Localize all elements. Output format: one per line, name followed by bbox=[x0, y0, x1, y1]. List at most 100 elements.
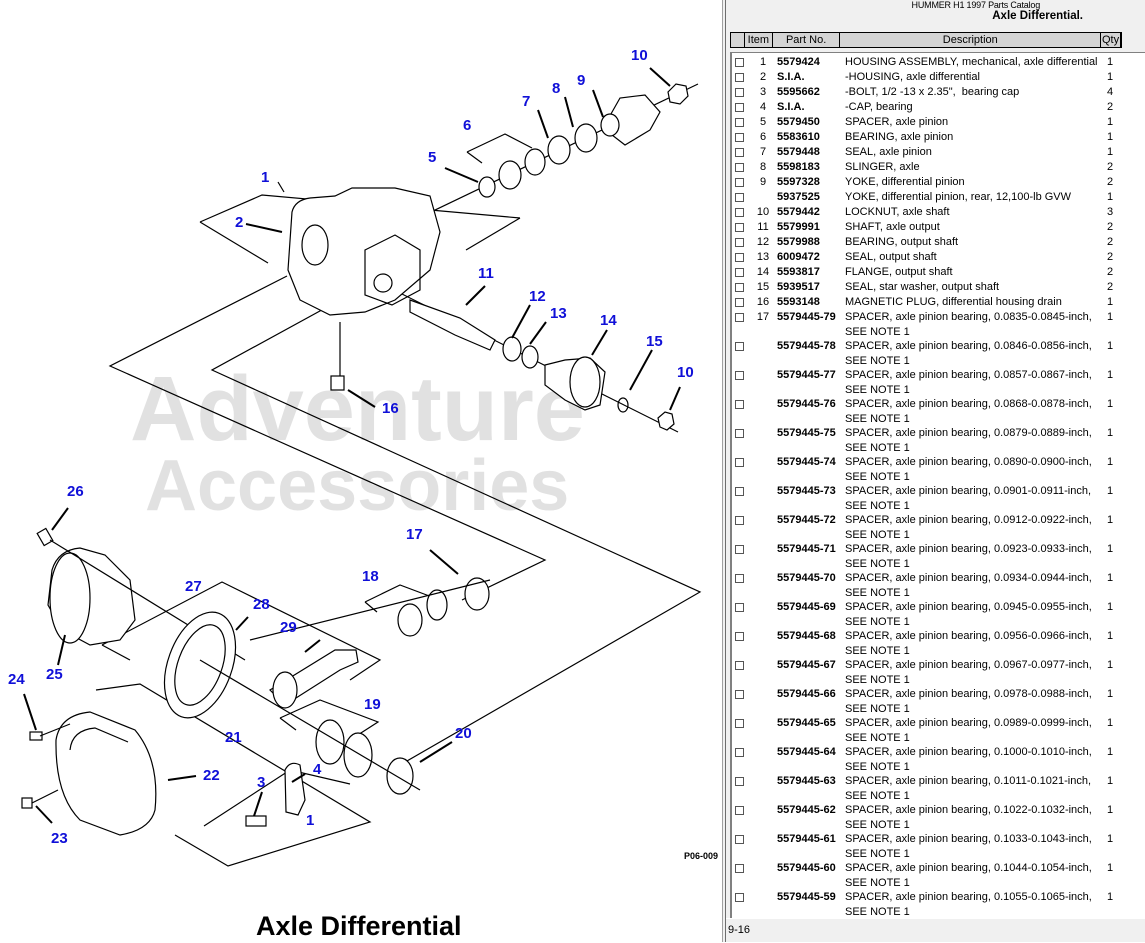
row-part-number[interactable]: 5579442 bbox=[777, 206, 820, 218]
checkbox-icon[interactable] bbox=[735, 88, 744, 97]
row-checkbox[interactable] bbox=[732, 220, 749, 235]
checkbox-icon[interactable] bbox=[735, 163, 744, 172]
row-checkbox[interactable] bbox=[732, 426, 749, 455]
checkbox-icon[interactable] bbox=[735, 371, 744, 380]
callout-11[interactable]: 11 bbox=[478, 265, 494, 282]
checkbox-icon[interactable] bbox=[735, 208, 744, 217]
callout-15[interactable]: 15 bbox=[646, 333, 663, 350]
row-checkbox[interactable] bbox=[732, 600, 749, 629]
row-checkbox[interactable] bbox=[732, 85, 749, 100]
row-checkbox[interactable] bbox=[732, 55, 749, 70]
row-checkbox[interactable] bbox=[732, 190, 749, 205]
checkbox-icon[interactable] bbox=[735, 73, 744, 82]
callout-10-bottom[interactable]: 10 bbox=[677, 364, 694, 381]
row-part-number[interactable]: 5593817 bbox=[777, 266, 820, 278]
checkbox-icon[interactable] bbox=[735, 103, 744, 112]
row-checkbox[interactable] bbox=[732, 280, 749, 295]
header-qty[interactable]: Qty bbox=[1102, 33, 1122, 47]
row-part-number[interactable]: 5579445-73 bbox=[777, 485, 836, 497]
row-part-number[interactable]: 5593148 bbox=[777, 296, 820, 308]
checkbox-icon[interactable] bbox=[735, 342, 744, 351]
row-part-number[interactable]: 5579445-78 bbox=[777, 340, 836, 352]
row-part-number[interactable]: 5579445-75 bbox=[777, 427, 836, 439]
checkbox-icon[interactable] bbox=[735, 118, 744, 127]
row-part-number[interactable]: 5579445-72 bbox=[777, 514, 836, 526]
callout-10-top[interactable]: 10 bbox=[631, 47, 648, 64]
callout-14[interactable]: 14 bbox=[600, 312, 617, 329]
row-part-number[interactable]: 5595662 bbox=[777, 86, 820, 98]
row-checkbox[interactable] bbox=[732, 265, 749, 280]
callout-25[interactable]: 25 bbox=[46, 666, 63, 683]
callout-16[interactable]: 16 bbox=[382, 400, 399, 417]
checkbox-icon[interactable] bbox=[735, 253, 744, 262]
callout-29[interactable]: 29 bbox=[280, 619, 297, 636]
row-checkbox[interactable] bbox=[732, 716, 749, 745]
callout-5[interactable]: 5 bbox=[428, 149, 436, 166]
row-checkbox[interactable] bbox=[732, 513, 749, 542]
callout-23[interactable]: 23 bbox=[51, 830, 68, 847]
row-checkbox[interactable] bbox=[732, 160, 749, 175]
row-checkbox[interactable] bbox=[732, 339, 749, 368]
header-description[interactable]: Description bbox=[840, 33, 1102, 47]
row-checkbox[interactable] bbox=[732, 368, 749, 397]
row-checkbox[interactable] bbox=[732, 542, 749, 571]
checkbox-icon[interactable] bbox=[735, 238, 744, 247]
checkbox-icon[interactable] bbox=[735, 268, 744, 277]
row-part-number[interactable]: 5579450 bbox=[777, 116, 820, 128]
row-part-number[interactable]: S.I.A. bbox=[777, 71, 805, 83]
row-checkbox[interactable] bbox=[732, 205, 749, 220]
row-checkbox[interactable] bbox=[732, 803, 749, 832]
checkbox-icon[interactable] bbox=[735, 58, 744, 67]
checkbox-icon[interactable] bbox=[735, 603, 744, 612]
checkbox-icon[interactable] bbox=[735, 487, 744, 496]
row-checkbox[interactable] bbox=[732, 687, 749, 716]
callout-26[interactable]: 26 bbox=[67, 483, 84, 500]
row-part-number[interactable]: 5579445-77 bbox=[777, 369, 836, 381]
checkbox-icon[interactable] bbox=[735, 835, 744, 844]
callout-6[interactable]: 6 bbox=[463, 117, 471, 134]
row-part-number[interactable]: 5579445-74 bbox=[777, 456, 836, 468]
callout-4[interactable]: 4 bbox=[313, 761, 322, 778]
row-checkbox[interactable] bbox=[732, 455, 749, 484]
row-checkbox[interactable] bbox=[732, 861, 749, 890]
row-part-number[interactable]: 5583610 bbox=[777, 131, 820, 143]
checkbox-icon[interactable] bbox=[735, 516, 744, 525]
callout-22[interactable]: 22 bbox=[203, 767, 220, 784]
row-part-number[interactable]: 5579445-67 bbox=[777, 659, 836, 671]
row-part-number[interactable]: 5579445-62 bbox=[777, 804, 836, 816]
checkbox-icon[interactable] bbox=[735, 632, 744, 641]
row-part-number[interactable]: 5579445-63 bbox=[777, 775, 836, 787]
checkbox-icon[interactable] bbox=[735, 893, 744, 902]
row-checkbox[interactable] bbox=[732, 397, 749, 426]
row-part-number[interactable]: S.I.A. bbox=[777, 101, 805, 113]
row-checkbox[interactable] bbox=[732, 100, 749, 115]
row-part-number[interactable]: 5579991 bbox=[777, 221, 820, 233]
callout-18[interactable]: 18 bbox=[362, 568, 379, 585]
row-part-number[interactable]: 5579445-76 bbox=[777, 398, 836, 410]
row-part-number[interactable]: 5579445-68 bbox=[777, 630, 836, 642]
row-part-number[interactable]: 5939517 bbox=[777, 281, 820, 293]
checkbox-icon[interactable] bbox=[735, 133, 744, 142]
row-part-number[interactable]: 5579445-66 bbox=[777, 688, 836, 700]
checkbox-icon[interactable] bbox=[735, 223, 744, 232]
row-checkbox[interactable] bbox=[732, 890, 749, 918]
